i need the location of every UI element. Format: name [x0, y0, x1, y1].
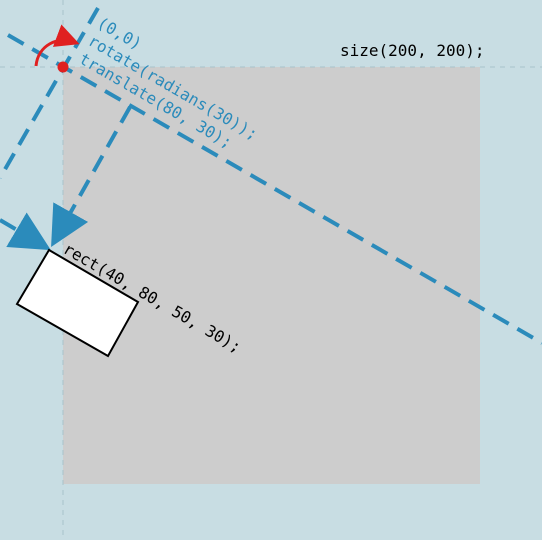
rotation-arc-icon	[34, 24, 80, 67]
origin-dot	[57, 61, 69, 73]
transformed-rect	[15, 248, 140, 358]
size-label: size(200, 200);	[340, 41, 485, 60]
processing-canvas	[63, 67, 480, 484]
arrow-along-y	[51, 106, 132, 247]
rotated-y-axis	[0, 7, 100, 179]
rotated-x-axis	[7, 33, 542, 345]
arrow-along-x	[0, 212, 51, 251]
